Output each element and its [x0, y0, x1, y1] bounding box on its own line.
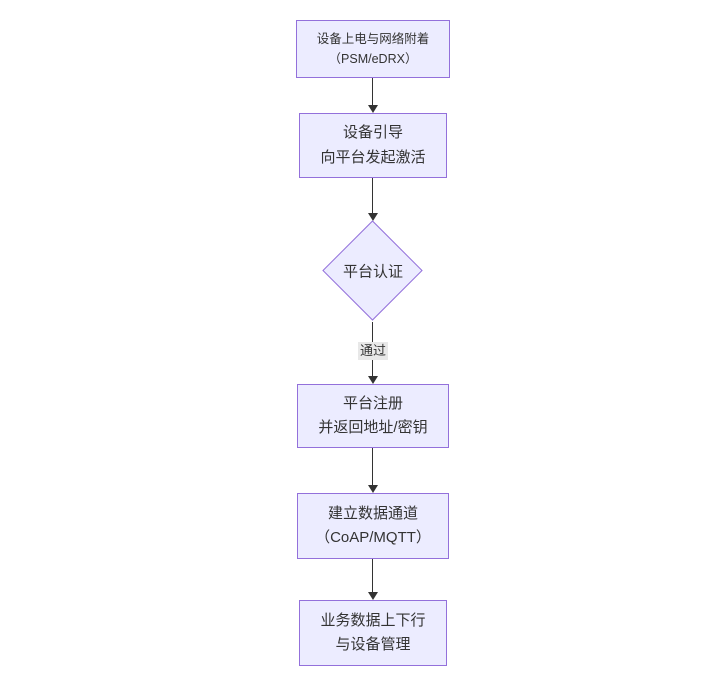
arrowhead-down-icon: [368, 376, 378, 384]
node-text-line: 业务数据上下行: [320, 611, 426, 629]
node-bootstrap: 设备引导 向平台发起激活: [299, 113, 447, 178]
node-text-line: 平台认证: [342, 263, 404, 281]
node-business-data: 业务数据上下行 与设备管理: [299, 600, 447, 666]
edge-label-pass: 通过: [357, 342, 389, 361]
node-power-attach: 设备上电与网络附着 （PSM/eDRX）: [296, 20, 450, 78]
node-text-line: （CoAP/MQTT）: [315, 529, 431, 546]
node-text-line: 向平台发起激活: [320, 148, 426, 166]
node-text-line: 与设备管理: [335, 636, 411, 653]
node-text-line: （PSM/eDRX）: [328, 52, 418, 66]
arrowhead-down-icon: [368, 105, 378, 113]
edge-power-to-bootstrap-line: [372, 78, 373, 106]
arrowhead-down-icon: [368, 485, 378, 493]
node-text-line: 平台注册: [342, 394, 403, 412]
arrowhead-down-icon: [368, 592, 378, 600]
node-text-line: 设备上电与网络附着: [316, 31, 430, 46]
arrowhead-down-icon: [368, 213, 378, 221]
node-platform-register: 平台注册 并返回地址/密钥: [297, 384, 449, 448]
node-text-line: 设备引导: [342, 124, 403, 142]
node-data-channel: 建立数据通道 （CoAP/MQTT）: [297, 493, 449, 559]
node-text-line: 建立数据通道: [327, 504, 418, 522]
edge-register-to-channel-line: [372, 448, 373, 485]
node-text-line: 并返回地址/密钥: [318, 419, 428, 436]
edge-bootstrap-to-auth-line: [372, 178, 373, 213]
edge-channel-to-business-line: [372, 559, 373, 592]
